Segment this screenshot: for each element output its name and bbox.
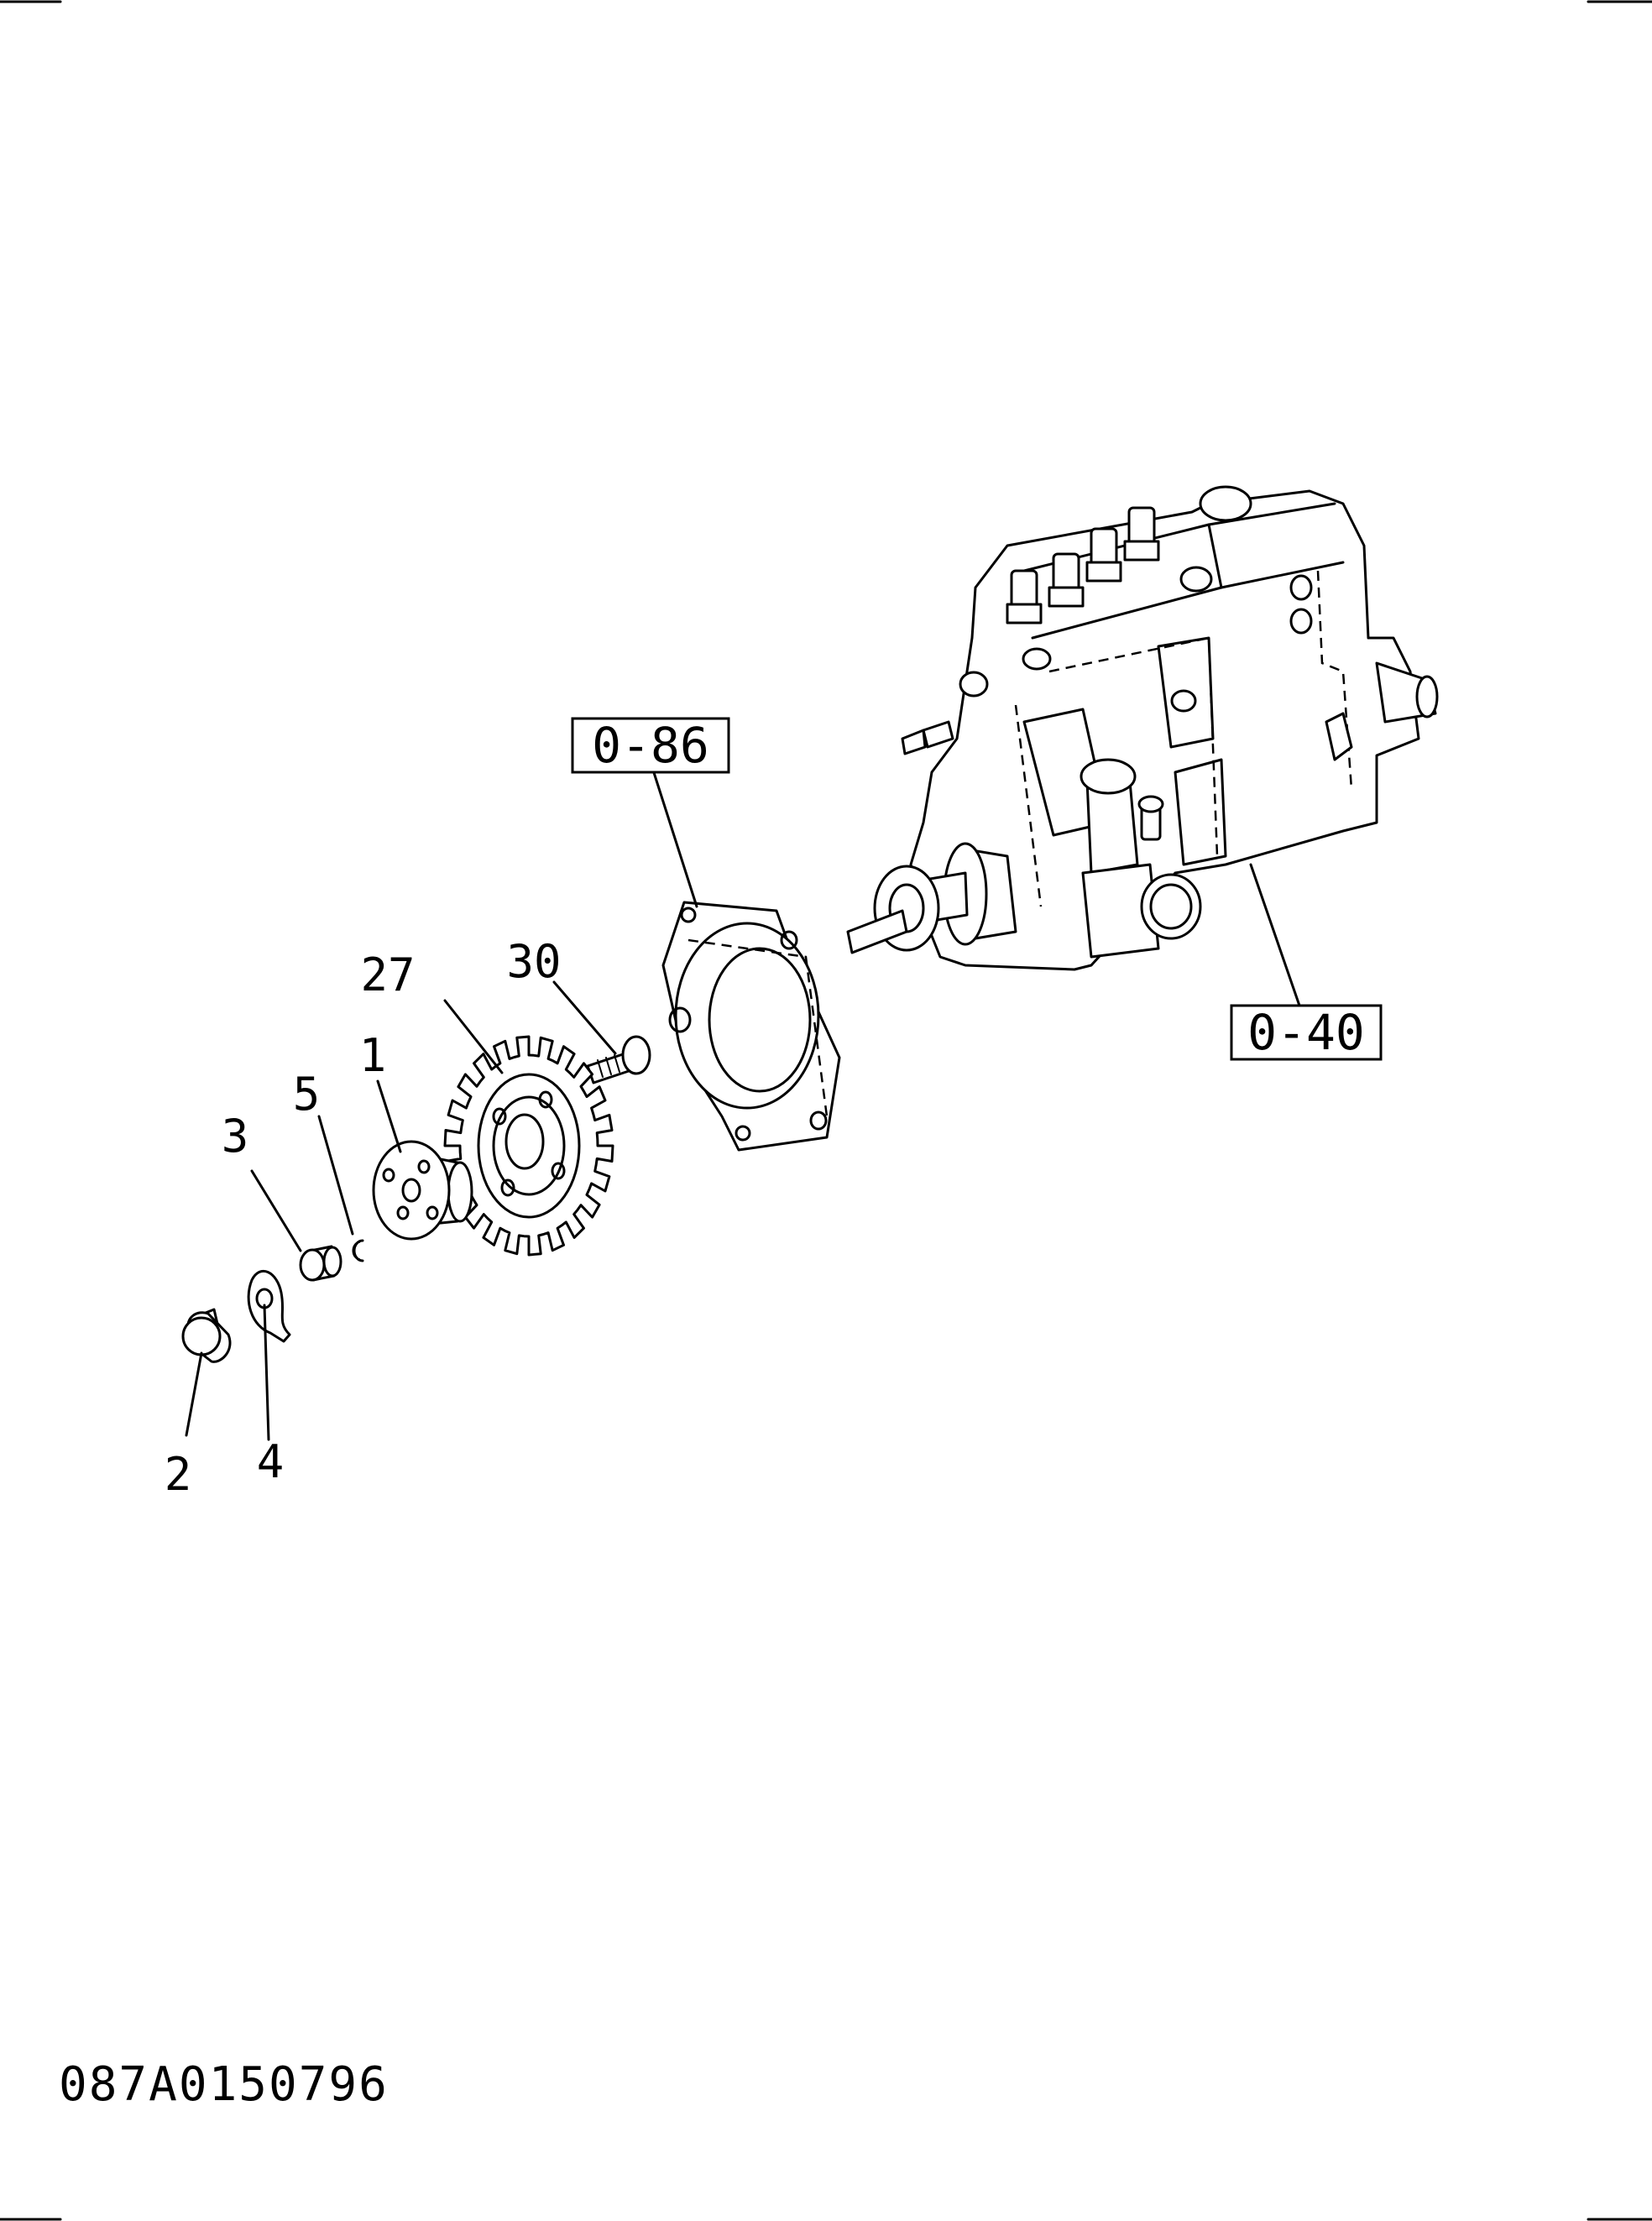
injection-pump-drawing — [846, 485, 1439, 971]
reference-box-0-86[interactable]: 0-86 — [571, 717, 730, 774]
snap-ring-part-5 — [352, 1239, 364, 1262]
callout-5: 5 — [293, 1068, 321, 1121]
leader-lines — [185, 760, 1301, 1441]
drawing-code: 087A0150796 — [59, 2057, 389, 2112]
reference-box-0-40[interactable]: 0-40 — [1230, 1004, 1383, 1061]
pump-drive-shaft — [846, 842, 1017, 954]
bolt-part-30 — [586, 1035, 651, 1084]
gear-part-27 — [443, 1035, 614, 1257]
callout-3: 3 — [222, 1110, 249, 1163]
hub-part-1 — [372, 1140, 473, 1241]
reference-label-0-86: 0-86 — [592, 717, 709, 774]
callout-2: 2 — [165, 1448, 192, 1501]
callout-27: 27 — [360, 948, 415, 1001]
flange-plate-drawing — [661, 901, 841, 1152]
collar-part-3 — [299, 1245, 342, 1282]
plug-part-2 — [181, 1308, 232, 1363]
callout-4: 4 — [257, 1435, 285, 1488]
callout-30: 30 — [506, 935, 561, 988]
reference-label-0-40: 0-40 — [1247, 1004, 1365, 1061]
callout-labels: 27 30 1 5 3 4 2 — [165, 935, 562, 1501]
lock-washer-part-4 — [247, 1269, 291, 1343]
callout-1: 1 — [359, 1029, 387, 1082]
delivery-valve-holders — [1006, 506, 1160, 624]
